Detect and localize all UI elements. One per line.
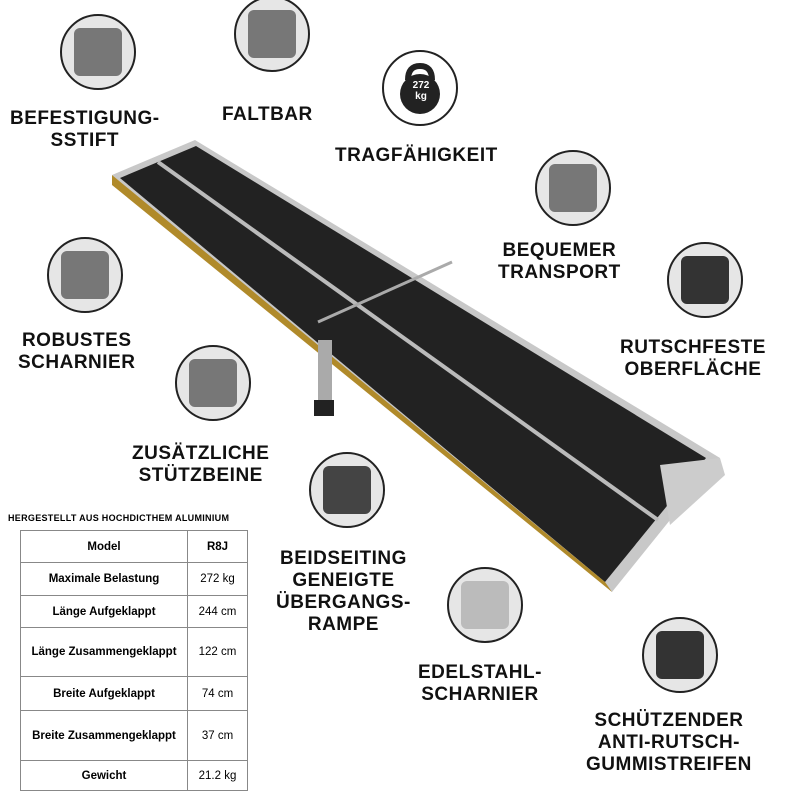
table-caption: HERGESTELLT AUS HOCHDICTHEM ALUMINIUM <box>8 513 230 523</box>
load-badge-unit: kg <box>415 91 427 102</box>
strip-photo <box>642 617 718 693</box>
steelhinge-photo <box>447 567 523 643</box>
transport-photo <box>535 150 611 226</box>
label-steelhinge: EDELSTAHL-SCHARNIER <box>418 662 542 705</box>
label-load: TRAGFÄHIGKEIT <box>335 145 498 166</box>
transition-photo <box>309 452 385 528</box>
label-fold: FALTBAR <box>222 104 313 125</box>
label-pin: BEFESTIGUNG-SSTIFT <box>10 108 160 151</box>
surface-photo <box>667 242 743 318</box>
legs-photo <box>175 345 251 421</box>
pin-photo <box>60 14 136 90</box>
hinge-photo <box>47 237 123 313</box>
fold-photo <box>234 0 310 72</box>
load-photo <box>382 50 458 126</box>
load-badge-value: 272 <box>412 80 430 91</box>
kettlebell-icon <box>400 62 440 114</box>
